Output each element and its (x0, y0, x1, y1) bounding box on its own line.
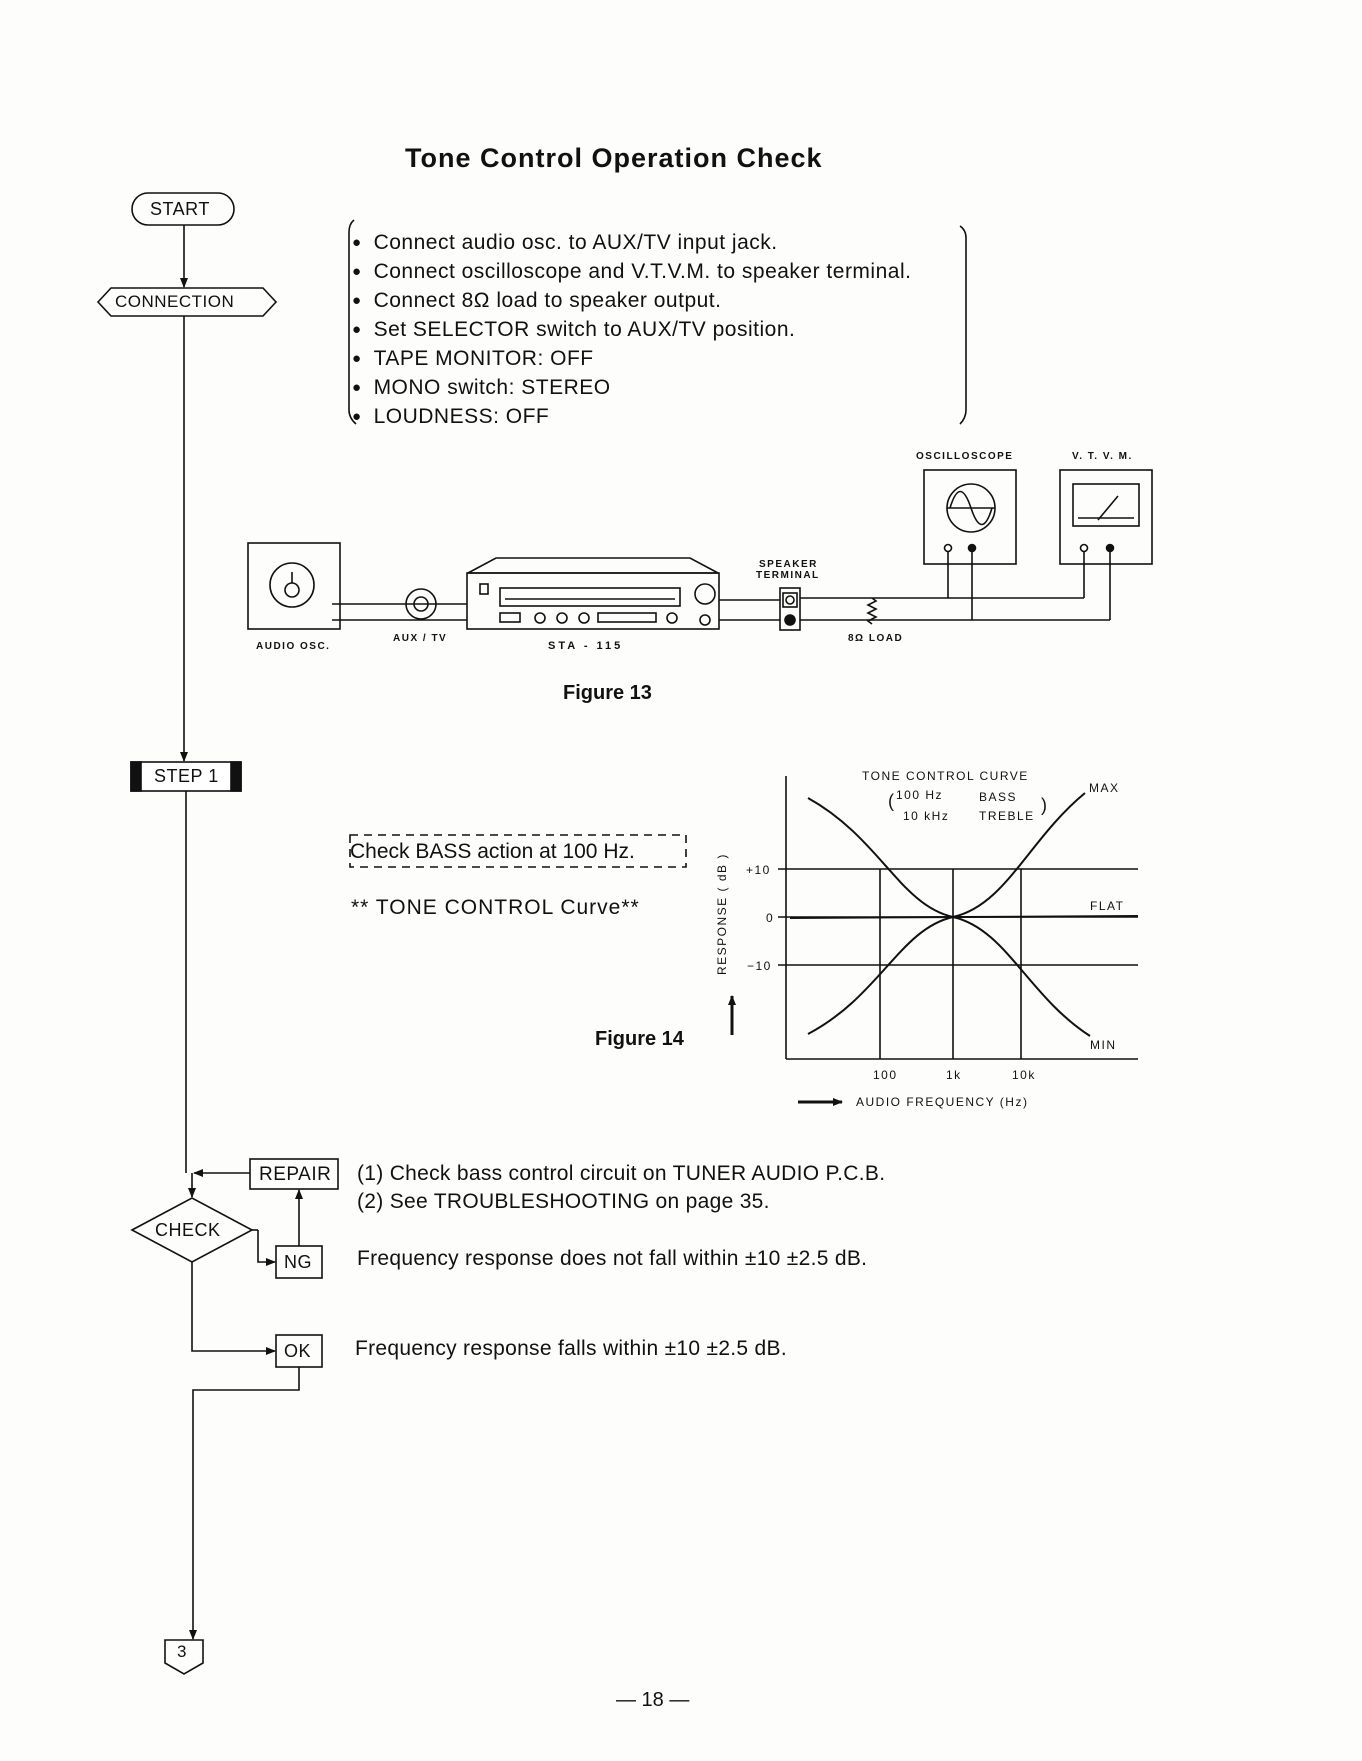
ng-condition: Frequency response does not fall within … (357, 1247, 868, 1270)
oscilloscope-label: OSCILLOSCOPE (916, 451, 1014, 462)
max-label: MAX (1089, 781, 1120, 795)
speaker-terminal-label: SPEAKER (759, 559, 818, 570)
connection-step: TAPE MONITOR: OFF (352, 344, 911, 373)
page-connector (164, 1639, 204, 1675)
ng-label: NG (284, 1252, 312, 1272)
x-tick-label: 1k (946, 1068, 962, 1082)
connection-step: Set SELECTOR switch to AUX/TV position. (352, 315, 911, 344)
model-label: STA - 115 (548, 640, 624, 652)
ok-condition: Frequency response falls within ±10 ±2.5… (355, 1337, 787, 1360)
start-label: START (150, 199, 210, 219)
x-tick-label: 100 (873, 1068, 898, 1082)
figure13-caption: Figure 13 (563, 682, 652, 704)
next-page-label: 3 (177, 1642, 187, 1661)
flat-label: FLAT (1090, 899, 1125, 913)
ok-label: OK (284, 1341, 312, 1361)
y-tick-label: 0 (766, 911, 775, 925)
x-axis-label: AUDIO FREQUENCY (Hz) (856, 1095, 1029, 1109)
check-label: CHECK (155, 1220, 221, 1240)
vtvm-label: V. T. V. M. (1072, 451, 1133, 462)
paren-close: ) (1041, 795, 1047, 815)
start-terminal (131, 192, 235, 226)
y-axis-label: RESPONSE ( dB ) (715, 853, 729, 975)
connection-step: LOUDNESS: OFF (352, 402, 911, 431)
bass-label: BASS (979, 790, 1018, 804)
check-bass-instruction: Check BASS action at 100 Hz. (350, 840, 635, 863)
y-tick-label: +10 (746, 863, 771, 877)
speaker-terminal-label-2: TERMINAL (756, 570, 820, 581)
paren-open: ( (888, 791, 894, 811)
connection-step: Connect 8Ω load to speaker output. (352, 286, 911, 315)
min-label: MIN (1090, 1038, 1117, 1052)
treble-freq-label: 10 kHz (903, 809, 950, 823)
x-tick-label: 10k (1012, 1068, 1036, 1082)
tone-control-curve-heading: ** TONE CONTROL Curve** (351, 896, 640, 919)
treble-label: TREBLE (979, 809, 1035, 823)
connection-step: MONO switch: STEREO (352, 373, 911, 402)
page-number: — 18 — (616, 1689, 690, 1711)
step1-left-bar (130, 761, 142, 792)
connection-box (96, 287, 278, 317)
tone-control-curve-chart (778, 776, 1139, 1060)
step1-label: STEP 1 (154, 766, 219, 786)
repair-instruction-1: (1) Check bass control circuit on TUNER … (357, 1162, 886, 1185)
figure14-caption: Figure 14 (595, 1028, 684, 1050)
page-title: Tone Control Operation Check (405, 143, 823, 173)
load-label: 8Ω LOAD (848, 633, 904, 644)
aux-tv-label: AUX / TV (393, 633, 448, 644)
connection-step: Connect oscilloscope and V.T.V.M. to spe… (352, 257, 911, 286)
flat-line (789, 915, 1139, 919)
repair-label: REPAIR (259, 1164, 332, 1185)
min-curve (807, 915, 1091, 1037)
repair-box (249, 1158, 339, 1190)
chart-title: TONE CONTROL CURVE (862, 769, 1029, 783)
audio-osc-label: AUDIO OSC. (256, 641, 331, 652)
connection-steps-list: Connect audio osc. to AUX/TV input jack.… (352, 228, 911, 431)
step1-right-bar (230, 761, 242, 792)
bass-freq-label: 100 Hz (896, 788, 944, 802)
connection-label: CONNECTION (115, 292, 235, 311)
repair-instruction-2: (2) See TROUBLESHOOTING on page 35. (357, 1190, 770, 1213)
y-tick-label: −10 (747, 959, 772, 973)
connection-step: Connect audio osc. to AUX/TV input jack. (352, 228, 911, 257)
